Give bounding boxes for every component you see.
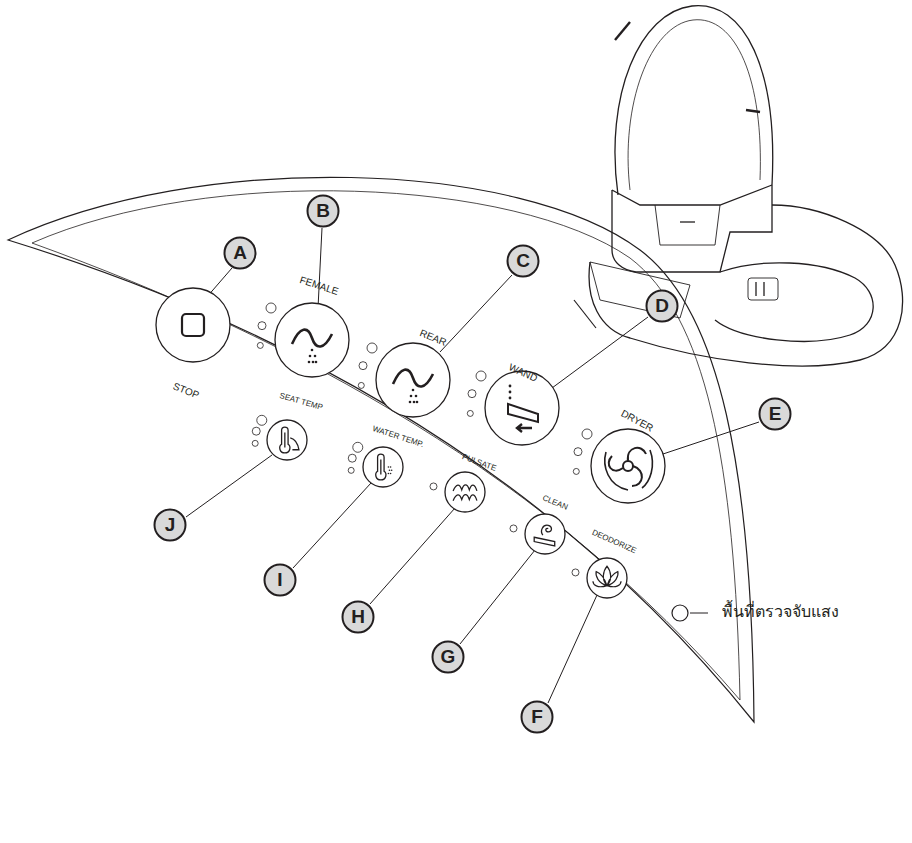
leader-lines	[186, 228, 759, 703]
panel-outline	[8, 177, 754, 722]
callout-circle: B	[306, 194, 340, 228]
callout-letter: D	[645, 289, 679, 323]
callout-letter: B	[306, 194, 340, 228]
callout-circle: J	[153, 508, 187, 542]
callout-circle: F	[520, 700, 554, 734]
callout-circle: H	[341, 600, 375, 634]
callout-circle: A	[223, 236, 257, 270]
callout-letter: C	[506, 244, 540, 278]
callout-letter: H	[341, 600, 375, 634]
callout-letter: I	[263, 563, 297, 597]
button-label: SEAT TEMP	[279, 392, 324, 412]
sensor-label: พื้นที่ตรวจจับแสง	[722, 604, 839, 620]
callout-letter: F	[520, 700, 554, 734]
callout-circle: E	[758, 397, 792, 431]
button-label: STOP	[172, 381, 201, 400]
panel-inner-outline	[32, 191, 740, 700]
callout-letter: G	[431, 640, 465, 674]
button-label: CLEAN	[541, 494, 569, 511]
callout-circle: I	[263, 563, 297, 597]
button-label: PULSATE	[461, 453, 497, 473]
toilet-seat-illustration	[589, 6, 903, 366]
control-buttons	[156, 288, 688, 621]
button-label: DEODORIZE	[591, 529, 638, 556]
callout-letter: A	[223, 236, 257, 270]
callout-circle: G	[431, 640, 465, 674]
detail-leader	[574, 300, 596, 328]
callout-letter: J	[153, 508, 187, 542]
callout-circle: C	[506, 244, 540, 278]
callout-letter: E	[758, 397, 792, 431]
button-label: WATER TEMP.	[371, 425, 424, 449]
callout-circle: D	[645, 289, 679, 323]
